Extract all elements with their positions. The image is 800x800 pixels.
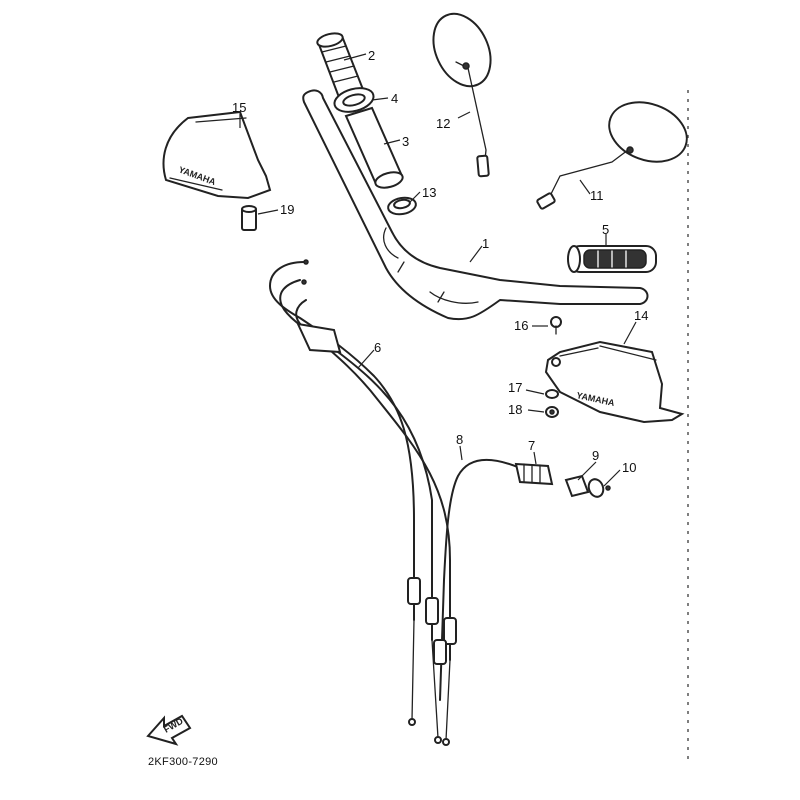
callout-17: 17 [508, 380, 522, 395]
left-grip-part-2 [316, 32, 366, 102]
handlebar-part-1 [302, 89, 649, 321]
throttle-sleeve-part-3 [344, 106, 404, 189]
callout-8: 8 [456, 432, 463, 447]
callout-3: 3 [402, 134, 409, 149]
right-grip-part-5 [567, 245, 657, 273]
knob-part-9 [564, 474, 590, 498]
callout-11: 11 [590, 188, 604, 203]
throttle-cables-part-6 [269, 259, 457, 746]
collar-part-4 [333, 87, 375, 113]
callout-19: 19 [280, 202, 294, 217]
callout-6: 6 [374, 340, 381, 355]
callout-5: 5 [602, 222, 609, 237]
callout-labels: 2 4 3 13 1 12 11 5 15 19 14 16 17 18 6 8… [232, 48, 648, 475]
bushing-part-19 [241, 205, 257, 231]
callout-7: 7 [528, 438, 535, 453]
callout-14: 14 [634, 308, 648, 323]
left-mirror-part-12 [432, 12, 492, 178]
screw-part-16 [550, 316, 562, 335]
front-direction-arrow: FWD [146, 714, 192, 746]
cable-adjuster-part-7 [514, 462, 554, 486]
nut-part-18 [545, 406, 559, 418]
callout-1: 1 [482, 236, 489, 251]
washer-part-10 [587, 478, 611, 498]
right-mirror-part-11 [536, 101, 688, 210]
washer-part-17 [545, 389, 559, 399]
callout-16: 16 [514, 318, 528, 333]
spacer-part-13 [387, 196, 417, 216]
callout-9: 9 [592, 448, 599, 463]
callout-18: 18 [508, 402, 522, 417]
callout-15: 15 [232, 100, 246, 115]
callout-10: 10 [622, 460, 636, 475]
callout-4: 4 [391, 91, 398, 106]
callout-2: 2 [368, 48, 375, 63]
right-hand-guard-part-14: YAMAHA [544, 340, 685, 424]
left-hand-guard-part-15: YAMAHA [162, 110, 272, 200]
cable-part-8 [433, 458, 521, 701]
part-code: 2KF300-7290 [148, 756, 218, 768]
callout-13: 13 [422, 185, 436, 200]
callout-12: 12 [436, 116, 450, 131]
leader-lines [239, 53, 637, 487]
